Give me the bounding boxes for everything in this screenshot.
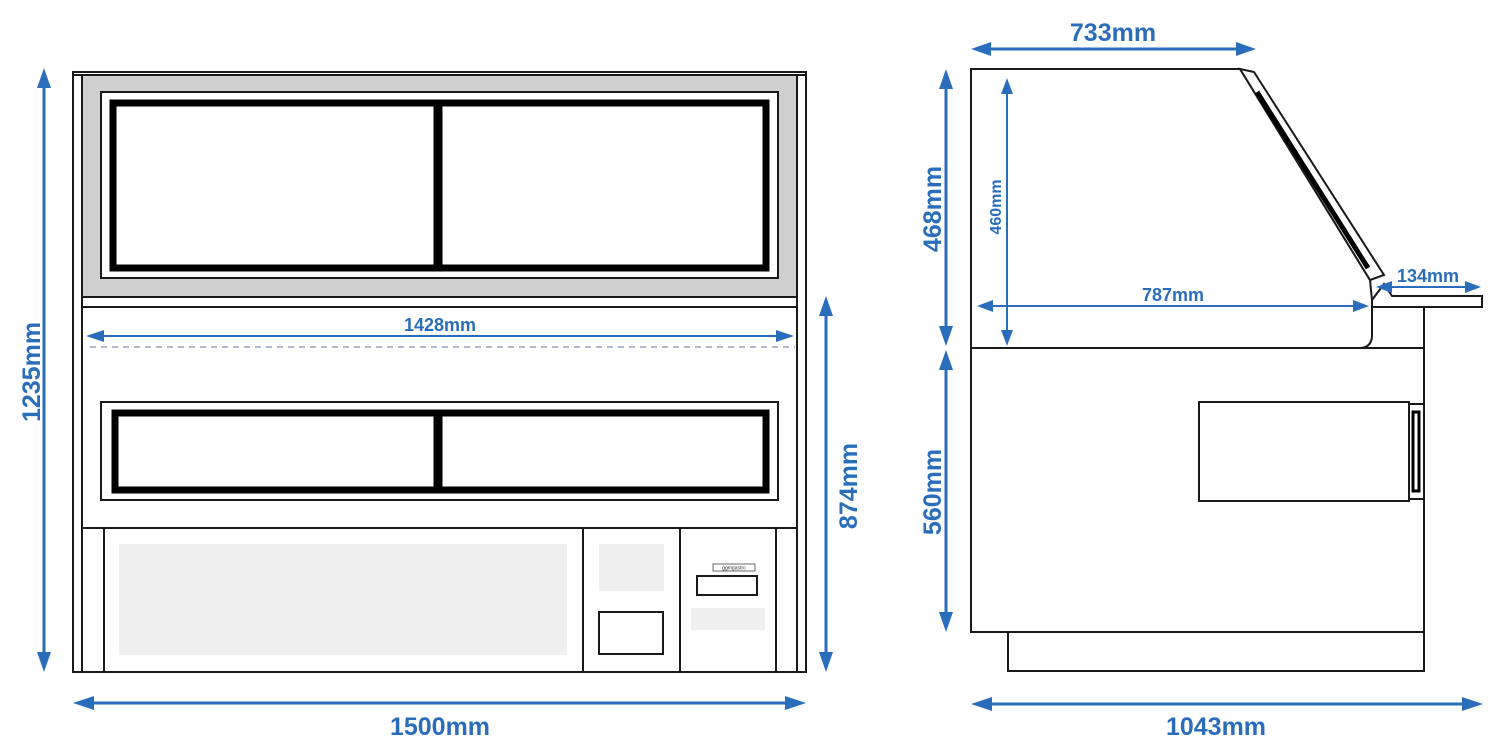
label-inner-height: 460mm (988, 179, 1005, 234)
label-upper-height: 468mm (919, 166, 947, 252)
label-depth-total: 1043mm (1166, 713, 1266, 741)
label-height-counter: 874mm (835, 443, 863, 529)
dim-side-total-depth: 1043mm (971, 697, 1483, 741)
label-shelf-depth: 134mm (1397, 266, 1459, 286)
control-box (598, 611, 664, 655)
dim-side-shelf-depth: 134mm (1376, 266, 1481, 293)
dim-front-total-width: 1500mm (73, 696, 806, 741)
side-glass-pane (1254, 90, 1371, 270)
display-shelf-band (81, 296, 798, 308)
dim-front-total-height: 1235mm (18, 68, 51, 672)
control-panel-grille (691, 608, 765, 630)
label-width-total: 1500mm (390, 713, 490, 741)
base-front-grille (119, 544, 567, 655)
label-top-depth: 733mm (1070, 19, 1156, 47)
label-inner-depth: 787mm (1142, 285, 1204, 305)
side-view: 733mm 468mm 460mm 787mm 134m (919, 19, 1483, 741)
side-drawer-handle (1411, 410, 1421, 493)
label-inner-width: 1428mm (404, 315, 476, 335)
brand-badge (712, 563, 756, 572)
thermostat-display (696, 575, 758, 596)
dim-side-upper-height: 468mm (919, 69, 953, 346)
brand-label: ggmgastro (722, 566, 746, 572)
dim-front-counter-height: 874mm (819, 296, 863, 672)
control-vent (599, 544, 664, 591)
side-base-plinth (1007, 631, 1425, 672)
dim-side-inner-depth: 787mm (977, 285, 1369, 312)
dim-side-top-depth: 733mm (971, 19, 1256, 56)
label-lower-height: 560mm (919, 449, 947, 535)
front-view: ggmgastro 1235mm 874mm 1428mm (18, 68, 863, 741)
side-drawer (1198, 401, 1410, 502)
dim-side-inner-height: 460mm (988, 78, 1013, 346)
label-height-total: 1235mm (18, 322, 46, 422)
dim-front-inner-width: 1428mm (86, 315, 794, 342)
dim-side-lower-height: 560mm (919, 350, 953, 632)
